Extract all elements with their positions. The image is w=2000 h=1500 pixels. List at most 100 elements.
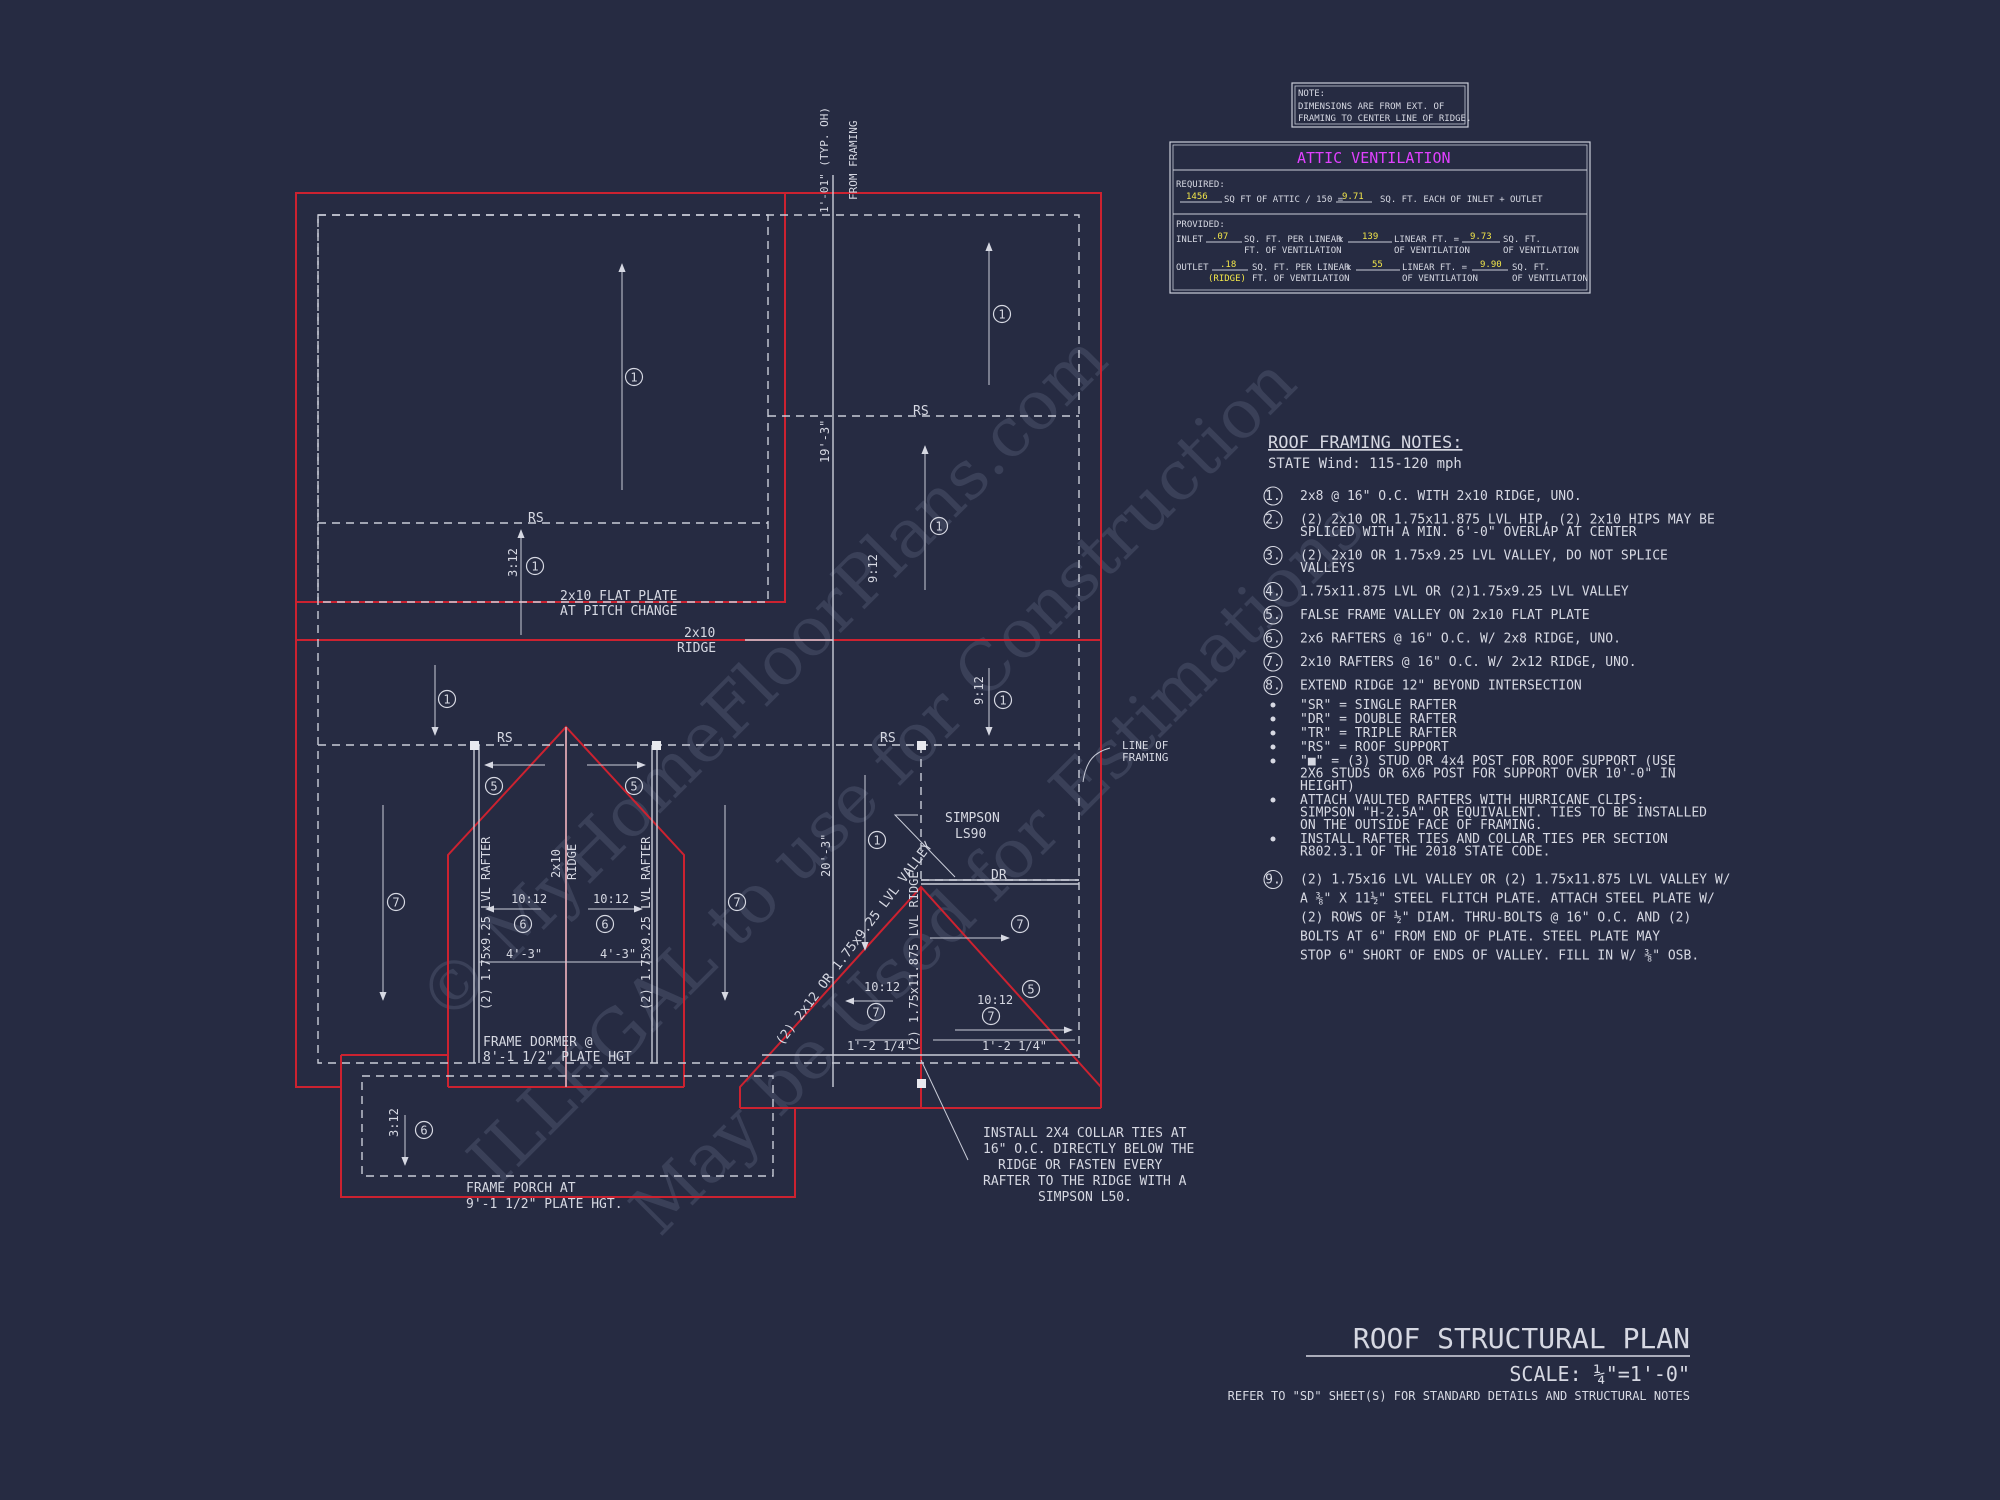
numbered-note: 8.EXTEND RIDGE 12" BEYOND INTERSECTION: [1263, 675, 1582, 696]
framing-tag: 5: [484, 776, 504, 796]
framing-tag-number: 6: [420, 1124, 427, 1138]
bullet-line: R802.3.1 OF THE 2018 STATE CODE.: [1300, 845, 1550, 860]
dim-19-3: 19'-3": [818, 420, 832, 463]
top-note-line-1: DIMENSIONS ARE FROM EXT. OF: [1298, 102, 1444, 112]
outlet-x: x: [1346, 263, 1352, 273]
inlet-text-1b: FT. OF VENTILATION: [1244, 246, 1342, 256]
framing-tag: 1: [437, 689, 457, 709]
pitch-10-12-b: 10:12: [593, 892, 629, 906]
outlet-ridge: (RIDGE): [1208, 274, 1246, 284]
note-line: STOP 6" SHORT OF ENDS OF VALLEY. FILL IN…: [1300, 949, 1699, 964]
inlet-lf: 139: [1362, 232, 1378, 242]
bullet-note: "SR" = SINGLE RAFTER: [1270, 698, 1457, 713]
collar-note-1: INSTALL 2X4 COLLAR TIES AT: [983, 1126, 1187, 1141]
numbered-note: 3.(2) 2x10 OR 1.75x9.25 LVL VALLEY, DO N…: [1263, 545, 1668, 576]
outlet-value: .18: [1220, 260, 1236, 270]
framing-tag: 1: [929, 516, 949, 536]
collar-note-3: RIDGE OR FASTEN EVERY: [998, 1158, 1163, 1173]
bullet-line: ON THE OUTSIDE FACE OF FRAMING.: [1300, 818, 1543, 833]
lvl-ridge-label: (2) 1.75x11.875 LVL RIDGE: [907, 871, 921, 1052]
note-line: SPLICED WITH A MIN. 6'-0" OVERLAP AT CEN…: [1300, 525, 1637, 540]
framing-tag-number: 6: [519, 918, 526, 932]
pitch-3-12-a: 3:12: [506, 548, 520, 577]
req-text-1: SQ FT OF ATTIC / 150 =: [1224, 195, 1344, 205]
inlet-value: .07: [1212, 232, 1228, 242]
req-value: 1456: [1186, 192, 1208, 202]
framing-tag-number: 5: [490, 780, 497, 794]
flat-plate-label-2: AT PITCH CHANGE: [560, 604, 677, 619]
span-arrows: [379, 242, 1111, 1166]
dr-label: DR: [991, 868, 1007, 883]
bullet-line: "RS" = ROOF SUPPORT: [1300, 740, 1449, 755]
bullet-line: 2X6 STUDS OR 6X6 POST FOR SUPPORT OVER 1…: [1300, 767, 1676, 782]
framing-tag-number: 1: [630, 371, 637, 385]
rs-label-4: RS: [880, 731, 896, 746]
req-text-2: SQ. FT. EACH OF INLET + OUTLET: [1380, 195, 1543, 205]
note-line: A ⅜" X 11½" STEEL FLITCH PLATE. ATTACH S…: [1300, 892, 1715, 907]
dim-4-3-left: 4'-3": [506, 947, 542, 961]
bullet-note: "■" = (3) STUD OR 4x4 POST FOR ROOF SUPP…: [1270, 754, 1676, 794]
framing-tag: 1: [525, 556, 545, 576]
framing-tag: 5: [624, 776, 644, 796]
outlet-text-1b: FT. OF VENTILATION: [1252, 274, 1350, 284]
outlet-text-1: SQ. FT. PER LINEAR: [1252, 263, 1350, 273]
simpson-label-1: SIMPSON: [945, 811, 1000, 826]
rs-label-1: RS: [528, 511, 544, 526]
rs-label-3: RS: [497, 731, 513, 746]
outlet-text-2: LINEAR FT. =: [1402, 263, 1468, 273]
bullet-note: "TR" = TRIPLE RAFTER: [1270, 726, 1457, 741]
note-number: 5.: [1265, 608, 1281, 623]
outlet-lf: 55: [1372, 260, 1383, 270]
from-framing-label: FROM FRAMING: [847, 121, 860, 200]
watermark: © MyHomeFloorPlans.com ILLEGAL to use fo…: [404, 319, 1380, 1250]
framing-tag-number: 1: [999, 694, 1006, 708]
note-line: (2) ROWS OF ½" DIAM. THRU-BOLTS @ 16" O.…: [1300, 911, 1691, 926]
note-line: VALLEYS: [1300, 561, 1355, 576]
dormer-ridge-1: 2x10: [549, 849, 563, 878]
dim-1-2-left: 1'-2 1/4": [847, 1039, 912, 1053]
note-line: 2x10 RAFTERS @ 16" O.C. W/ 2x12 RIDGE, U…: [1300, 655, 1637, 670]
bullet-line: ATTACH VAULTED RAFTERS WITH HURRICANE CL…: [1300, 793, 1644, 808]
framing-tag-number: 1: [935, 520, 942, 534]
framing-tag-number: 7: [1016, 918, 1023, 932]
framing-tag: 5: [1021, 979, 1041, 999]
framing-tag: 7: [1010, 914, 1030, 934]
porch-note-1: FRAME PORCH AT: [466, 1181, 576, 1196]
inlet-text-3b: OF VENTILATION: [1503, 246, 1579, 256]
note-number: 6.: [1265, 632, 1281, 647]
note-line: 2x6 RAFTERS @ 16" O.C. W/ 2x8 RIDGE, UNO…: [1300, 632, 1621, 647]
ridge-label-1: 2x10: [684, 626, 715, 641]
porch-note-2: 9'-1 1/2" PLATE HGT.: [466, 1197, 623, 1212]
inlet-text-2: LINEAR FT. =: [1394, 235, 1460, 245]
framing-tag: 6: [595, 914, 615, 934]
bullet-line: "SR" = SINGLE RAFTER: [1300, 698, 1457, 713]
simpson-label-2: LS90: [955, 827, 986, 842]
outlet-sf: 9.90: [1480, 260, 1502, 270]
framing-tag: 7: [981, 1006, 1001, 1026]
numbered-note: 5.FALSE FRAME VALLEY ON 2x10 FLAT PLATE: [1263, 605, 1590, 625]
framing-tag-number: 6: [601, 918, 608, 932]
framing-tag-number: 7: [872, 1006, 879, 1020]
framing-tag: 7: [727, 892, 747, 912]
inlet-text-1: SQ. FT. PER LINEAR: [1244, 235, 1342, 245]
attic-title: ATTIC VENTILATION: [1297, 149, 1451, 167]
framing-tag-number: 5: [1027, 983, 1034, 997]
inlet-sf: 9.73: [1470, 232, 1492, 242]
numbered-note: 6. 2x6 RAFTERS @ 16" O.C. W/ 2x8 RIDGE, U…: [1263, 628, 1621, 649]
note-number: 1.: [1265, 489, 1281, 504]
bullet-line: HEIGHT): [1300, 779, 1355, 794]
pitch-10-12-c: 10:12: [864, 980, 900, 994]
note-line: (2) 2x10 OR 1.75x11.875 LVL HIP, (2) 2x1…: [1300, 513, 1715, 528]
bullet-line: INSTALL RAFTER TIES AND COLLAR TIES PER …: [1300, 832, 1668, 847]
notes-wind: STATE Wind: 115-120 mph: [1268, 456, 1462, 472]
provided-label: PROVIDED:: [1176, 220, 1225, 230]
notes-title: ROOF FRAMING NOTES:: [1268, 433, 1462, 453]
top-dim-label: 1'-01" (TYP. OH): [818, 107, 831, 213]
note-number: 7.: [1265, 655, 1281, 670]
bullet-note: INSTALL RAFTER TIES AND COLLAR TIES PER …: [1270, 832, 1668, 860]
dim-4-3-right: 4'-3": [600, 947, 636, 961]
note-number: 8.: [1265, 679, 1281, 694]
ridge-label-2: RIDGE: [677, 641, 716, 656]
note-number: 9.: [1265, 873, 1281, 888]
